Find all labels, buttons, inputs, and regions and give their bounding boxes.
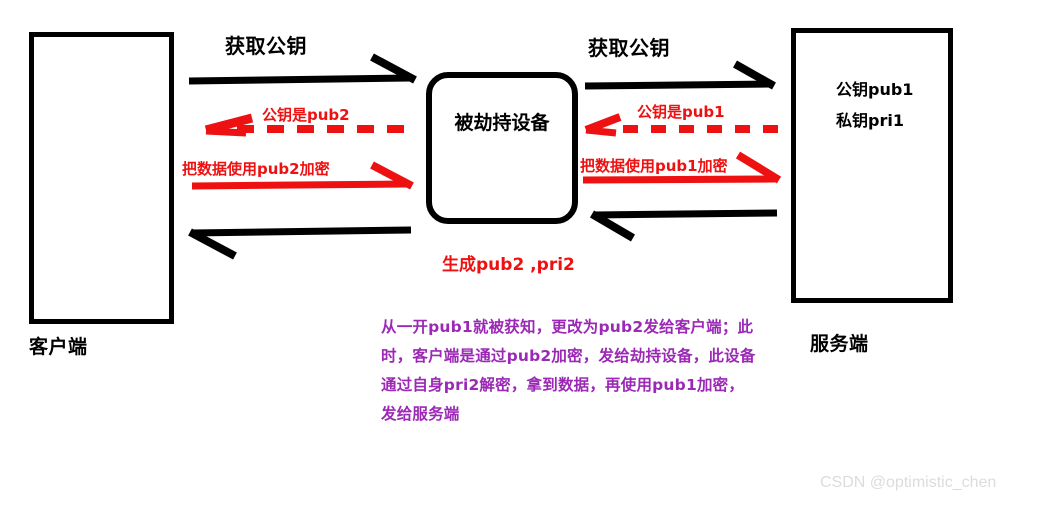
client-node-label: 客户端 [29, 336, 88, 358]
arrow-client-to-mitm-request [188, 53, 417, 85]
server-node-label: 服务端 [810, 333, 869, 355]
mitm-generate-label: 生成pub2 ,pri2 [442, 255, 575, 275]
watermark-text: CSDN @optimistic_chen [820, 474, 997, 491]
client-node-box [29, 32, 174, 324]
mitm-node-box [426, 72, 578, 224]
server-private-key-text: 私钥pri1 [836, 111, 904, 130]
mitm-node-label: 被劫持设备 [454, 112, 550, 134]
server-public-key-text: 公钥pub1 [836, 80, 914, 99]
arrow-mitm-to-server-request [584, 60, 776, 90]
server-node-box [791, 28, 953, 303]
right-request-heading: 获取公钥 [588, 36, 670, 60]
arrow-mitm-to-client-data [188, 226, 412, 260]
arrow-server-to-mitm-data [589, 209, 778, 242]
explanation-note: 从一开pub1就被获知，更改为pub2发给客户端；此时，客户端是通过pub2加密… [381, 318, 756, 423]
right-encrypt-label: 把数据使用pub1加密 [580, 157, 728, 175]
left-request-heading: 获取公钥 [225, 34, 307, 58]
left-encrypt-label: 把数据使用pub2加密 [182, 160, 330, 178]
left-response-label: 公钥是pub2 [262, 106, 350, 124]
right-response-label: 公钥是pub1 [637, 103, 725, 121]
